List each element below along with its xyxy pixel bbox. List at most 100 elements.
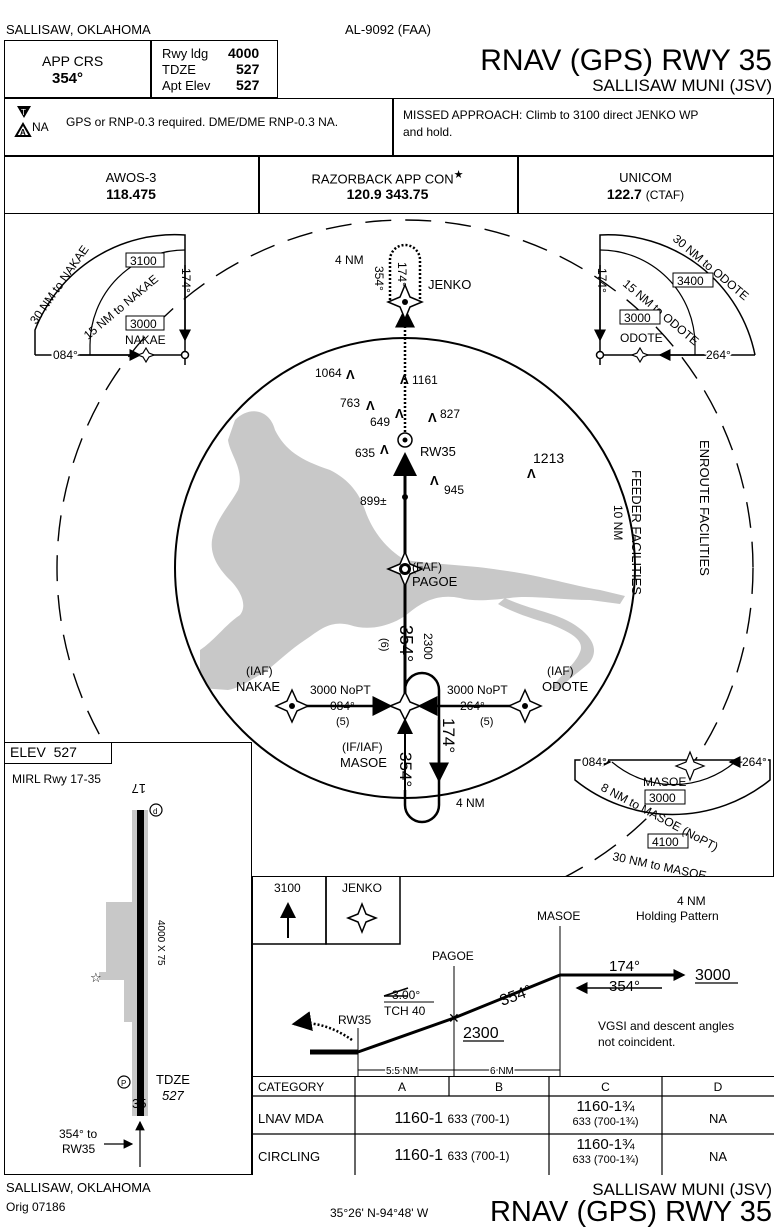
footer-airport: SALLISAW MUNI (JSV) [592,1180,772,1199]
dist-2: 6 NM [490,1066,514,1076]
svg-text:P: P [121,1079,126,1088]
nakae-feeder-in: 084° [53,348,78,362]
jenko-fix [386,283,424,321]
approach-note-2: RW35 [62,1142,95,1156]
circling-c-main: 1160-1¾ [576,1136,635,1153]
nakae-15nm: 15 NM to NAKAE [81,272,161,342]
svg-text:Λ: Λ [380,442,389,457]
final-alt: 2300 [421,633,435,660]
missed-approach: MISSED APPROACH: Climb to 3100 direct JE… [403,108,699,122]
nakae-arc-outer [34,233,186,365]
obs-635: 635 [355,446,375,460]
obs-899: 899± [360,494,387,508]
approach-control-label: RAZORBACK APP CON★ [311,169,464,187]
svg-text:d: d [153,807,157,816]
footer-location: SALLISAW, OKLAHOMA [6,1180,151,1195]
airport-name: SALLISAW MUNI (JSV) [592,76,772,95]
obstacles: Λ Λ Λ Λ Λ Λ Λ Λ [346,367,536,488]
tch-value: TCH 40 [384,1004,426,1018]
chart-id: AL-9092 (FAA) [345,22,431,37]
jenko-4nm: 4 NM [335,253,364,267]
rwy-35-label: 35 [132,1096,146,1111]
header-location: SALLISAW, OKLAHOMA [6,22,151,37]
nakae-dist: (5) [336,716,349,728]
odote-arc-inner [599,249,696,355]
odote-alt1: 3400 [677,274,704,288]
odote-30nm: 30 NM to ODOTE [670,232,752,304]
profile-alt-3000: 3000 [695,967,731,984]
masoe-hold [403,671,441,824]
rw35-label: RW35 [420,444,456,459]
awos-freq: 118.475 [106,186,156,202]
svg-text:Λ: Λ [366,398,375,413]
app-crs-value: 354° [52,70,84,87]
nakae-feeder-name: NAKAE [125,333,166,347]
masoe-arc-inner [611,761,736,786]
rwy-ldg-value: 4000 [228,45,260,61]
obs-945: 945 [444,483,464,497]
profile-view [252,876,774,1077]
odote-crs: 264° [460,699,485,713]
odote-iaf-fix [507,688,543,724]
info-divider [150,40,152,98]
minimums-table [252,1076,774,1175]
svg-text:Λ: Λ [400,372,409,387]
footer-orig: Orig 07186 [6,1200,66,1214]
faf-label: (FAF) [412,560,442,574]
odote-feeder-crs: 174° [595,268,609,293]
odote-arc-outer [599,234,756,365]
unicom-freq: 122.7 (CTAF) [606,186,685,202]
tdze-sketch-value: 527 [162,1088,184,1103]
rw35-profile: RW35 [338,1013,371,1027]
apt-elev-value: 527 [236,77,260,93]
approach-note: 354° to [59,1127,97,1141]
nakae-arc-inner [89,249,186,355]
star-icon: ★ [453,169,464,181]
nakae-feeder-crs: 174° [179,268,193,293]
lnav-ab: 1160-1 633 (700-1) [394,1110,510,1127]
awos-label: AWOS-3 [105,170,157,185]
cat-b-header: B [494,1080,503,1094]
odote-feeder-in: 264° [706,348,731,362]
feeder-ring [56,219,754,917]
profile-alt-2300: 2300 [463,1025,499,1042]
vgsi-note-2: not coincident. [598,1035,675,1049]
masoe-084: 084° [582,755,607,769]
lnav-c-main: 1160-1¾ [576,1098,635,1115]
alternate-na-icon: T A [14,106,32,137]
circling-d: NA [708,1149,728,1164]
profile-crs-354: 354° [498,982,535,1009]
cat-c-header: C [601,1080,610,1094]
nakae-iaf-fix [274,688,310,724]
masoe-profile: MASOE [537,909,580,923]
masoe-alt1: 3000 [649,791,676,805]
notes-box [4,98,774,156]
rw35-waypoint [397,432,413,448]
svg-text:Λ: Λ [430,473,439,488]
jenko-174: 174° [395,262,409,287]
footer-coords: 35°26' N-94°48' W [330,1206,429,1220]
pagoe-label: PAGOE [412,574,458,589]
cat-d-header: D [713,1080,723,1094]
svg-text:T: T [21,108,26,117]
circling-label: CIRCLING [258,1149,321,1164]
na-label: NA [32,120,49,134]
odote-feeder-name: ODOTE [620,331,663,345]
masoe-feeder-name: MASOE [643,775,686,789]
tdze-label: TDZE [162,62,196,77]
svg-text:✕: ✕ [448,1010,460,1026]
ten-nm-label: 10 NM [611,505,625,540]
svg-text:Λ: Λ [428,410,437,425]
rwy-17-label: 17 [132,781,146,796]
glideslope-angle: 3.00° [392,988,420,1002]
profile-crs-354b: 354° [609,978,640,995]
nakae-crs: 084° [330,699,355,713]
app-crs-label: APP CRS [42,53,104,69]
if-iaf-label: (IF/IAF) [342,740,383,754]
holding-1: 4 NM [677,894,706,908]
pagoe-fix [386,550,424,588]
nakae-nopt: 3000 NoPT [310,683,371,697]
lnav-c-sub: 633 (700-1¾) [572,1116,639,1128]
nakae-feeder-fix [136,346,156,364]
lake-area [200,411,625,690]
